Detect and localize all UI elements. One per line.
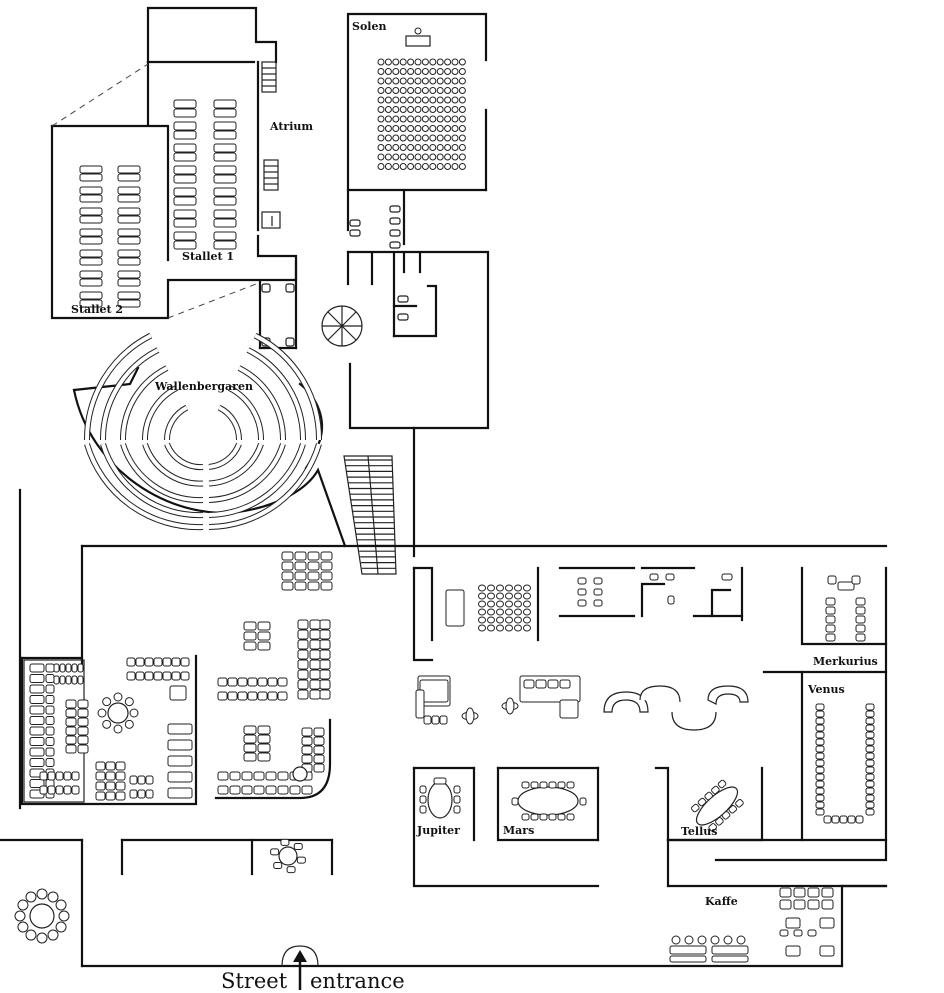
mid-table-groups	[217, 551, 333, 874]
main-staircase	[343, 455, 397, 575]
lower-walls	[0, 488, 888, 968]
wallenbergaren-auditorium	[72, 332, 347, 548]
room-label-stallet-1: Stallet 1	[182, 250, 235, 263]
room-label-wallenbergaren: Wallenbergaren	[155, 380, 253, 393]
entrance-label: entrance	[310, 969, 405, 993]
room-label-stallet-2: Stallet 2	[71, 303, 124, 316]
wave-counter	[603, 685, 749, 731]
upper-walls	[50, 6, 490, 558]
up-arrow-icon	[281, 945, 319, 990]
street-label: Street	[221, 969, 288, 993]
room-label-merkurius: Merkurius	[813, 655, 878, 668]
spiral-stair	[321, 305, 363, 347]
room-label-jupiter: Jupiter	[417, 824, 460, 837]
room-label-tellus: Tellus	[681, 825, 718, 838]
meeting-room-furniture	[415, 573, 875, 963]
open-dining-area	[20, 654, 332, 806]
solen-seating	[377, 58, 466, 170]
room-label-venus: Venus	[808, 683, 845, 696]
room-label-kaffe: Kaffe	[705, 895, 738, 908]
room-label-mars: Mars	[503, 824, 535, 837]
room-label-atrium: Atrium	[270, 120, 314, 133]
stallet-seating	[79, 99, 237, 308]
room-label-solen: Solen	[352, 20, 387, 33]
round-table-lounge	[14, 888, 70, 944]
